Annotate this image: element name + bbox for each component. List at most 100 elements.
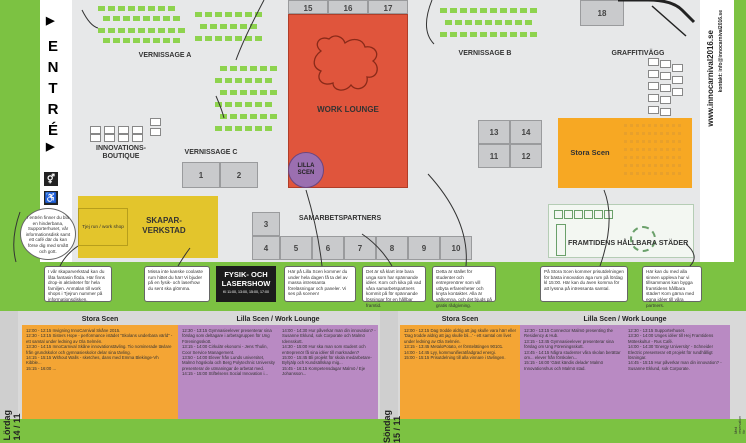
day1-stora-header: Stora Scen [81,315,119,323]
stora-scen-area [558,118,692,188]
framtidens-label: FRAMTIDENS HÅLLBARA STÄDER [568,238,689,247]
program-item: 12:30 - 13:15 Sisters Hope - performance… [26,333,173,344]
program-item: 14:30 - 15:00 Hur ska man som student oc… [282,344,366,355]
day1-lilla-col [178,325,378,419]
program-day1-bar [0,311,18,419]
entrance-letter: É [47,122,58,139]
booth-6: 6 [312,236,344,260]
booth-15: 15 [288,0,328,14]
booth-5: 5 [280,236,312,260]
program-item: 15:15 - 16:00 ... [26,365,57,371]
booth-11: 11 [478,144,510,168]
entrance-letter: N [47,59,59,76]
booth-8: 8 [376,236,408,260]
program-item: 15:00 - 15:15 Prisutdelning till alla vi… [404,355,506,361]
stader-callout: Här kan du med alla sinnen uppleva hur v… [642,266,702,308]
program-col-3: 14:00 - 14:30 Hur påverkar man din innov… [282,328,376,377]
fysik-lasershow-box: FYSIK- OCH LASERSHOW Kl 11:00, 13:00, 15… [216,266,276,302]
program-item: 13:15 - 13:45 Gymnasieelever presenterar… [524,338,614,350]
booth-17: 17 [368,0,408,14]
program-item: 12:30 - 13:15 Connector Malmö presenting… [524,328,613,339]
lilla-scen-label: LILLA SCEN [297,163,315,176]
day2-lilla-header: Lilla Scen / Work Lounge [583,315,667,323]
stora-scen-callout: På Stora Scen kommer prisutdelningen för… [540,266,628,302]
booth-1: 1 [182,162,220,188]
entrance-sign: E N T R É [46,36,60,141]
info-callout: I entrén finner du bla en hinderbana, Su… [20,208,76,260]
program-col-5: 12:30 - 13:15 Connector Malmö presenting… [524,328,624,371]
booth-13: 13 [478,120,510,144]
program-item: 12:30 - 13:15 Gymnasieelever presenterar… [182,328,272,344]
booth-12: 12 [510,144,542,168]
skapar-verkstad-area [78,196,218,258]
day2-stora-header: Stora Scen [441,315,479,323]
program-item: 13:45 - 14:15 Några studenter våra skola… [524,349,621,361]
program-item: 13:50 - 14:00 Elever från Lunds universi… [182,355,275,371]
innovations-boutique-label: INNOVATIONS-BOUTIQUE [96,145,146,160]
program-item: 14:00 - 14:30 Hur påverkar man din innov… [282,328,376,344]
program-col-1: 12:00 - 12:15 Invigning InnoCarnival Skå… [26,328,174,371]
entrance-letter: E [47,38,58,55]
program-item: 14:15 - 15:15 Without Walls - sketches, … [26,355,159,366]
program-item: 14:45 - 15:15 Hur påverkar man din innov… [628,360,722,371]
program-item: 13:15 - 13:45 MetaloPotato, er förstelät… [404,344,504,350]
wheelchair-icon: ♿ [44,191,58,205]
tjej-run-box: Tjej run / work shop [78,208,128,246]
booth-14: 14 [510,120,542,144]
booth-16: 16 [328,0,368,14]
program-item: 15:15 - 16:00 'Gäst kändis delade' Malmö… [524,360,604,371]
booth-18: 18 [580,0,624,26]
program-item: 12:30 - 13:15 Supporterhuset. [628,328,686,333]
graffiti-wall-icon [618,0,696,37]
booth-4: 4 [252,236,280,260]
program-item: 14:15 - 15:00 Stiftelsens Social Innovat… [182,371,268,377]
program-item: 13:15 - 14:00 Cirkulär ekonomi - Jens Th… [182,344,268,355]
work-lounge-label: WORK LOUNGE [317,105,379,114]
restroom-icon: ⚥ [44,172,58,186]
fysik-title: FYSIK- OCH LASERSHOW [221,270,271,288]
booth-9: 9 [408,236,440,260]
vernissage-c-label: VERNISSAGE C [184,149,238,156]
fysik-callout: Missa inte kanske coolaste rum hittet du… [144,266,210,302]
lounge-callout: Detta är stället för studenter och entre… [432,266,496,308]
program-item: 15:45 - 16:15 Kompetensdagar Malmö / Eje… [282,365,366,377]
day1-label: Lördag 14 / 11 [2,410,22,441]
entrance-letter: T [48,80,58,97]
entrance-letter: R [47,101,59,118]
fysik-times: Kl 11:00, 13:00, 15:00, 17:00 [223,290,269,294]
lilla-scen-area: LILLA SCEN [288,152,324,188]
program-day2-bar [380,311,398,419]
program-item: 13:30 - 14:15 InnoCarnival Skåne innovat… [26,344,172,355]
lounge-blob-icon [313,35,378,91]
program-item: 13:30 - 14:00 Unges idéer till Hej Framt… [628,333,714,344]
samarbetspartners-label: SAMARBETSPARTNERS [298,215,382,222]
lilla-scen-callout: Här på Lilla Scen kommer du under hela d… [284,266,356,302]
day2-stora-col [400,325,520,419]
skapar-callout: I vår skaparverkstad kan du låta fantasi… [44,266,112,302]
vernissage-b-label: VERNISSAGE B [458,50,512,57]
program-col-2: 12:30 - 13:15 Gymnasieelever presenterar… [182,328,278,377]
booth-3: 3 [252,212,280,236]
contact-strip [700,0,734,262]
program-col-6: 12:30 - 13:15 Supporterhuset. 13:30 - 14… [628,328,728,371]
vernissage-a-label: VERNISSAGE A [138,52,192,59]
samarbete-callout: Det är så klart inte bara unga som har s… [362,266,426,308]
booth-2: 2 [220,162,258,188]
day2-label: Söndag 15 / 11 [382,410,402,443]
program-item: 12:00 - 12:15 Dag trodde aldrig att jag … [404,328,517,344]
skapar-verkstad-label: SKAPAR-VERKSTAD [142,216,186,235]
graffiti-wall-label: GRAFFITIVÄGG [611,50,665,57]
work-lounge-area: WORK LOUNGE [288,14,408,188]
day1-lilla-header: Lilla Scen / Work Lounge [236,315,320,323]
program-col-4: 12:00 - 12:15 Dag trodde aldrig att jag … [404,328,518,360]
connector-arrows [13,0,695,267]
stora-scen-label: Stora Scen [570,148,610,157]
tjej-run-label: Tjej run / work shop [82,224,124,230]
booth-10: 10 [440,236,472,260]
program-item: 14:00 - 14:45 Lyy, kommunifierat/ladgrad… [404,349,496,355]
entrance-arrow-bottom: ▶ [46,141,55,153]
day1-stora-col [22,325,178,419]
program-item: 15:00 - 15:45 Bli projekt för skola meda… [282,355,372,366]
day2-lilla-col [520,325,730,419]
entrance-arrow-top: ▶ [46,15,55,27]
